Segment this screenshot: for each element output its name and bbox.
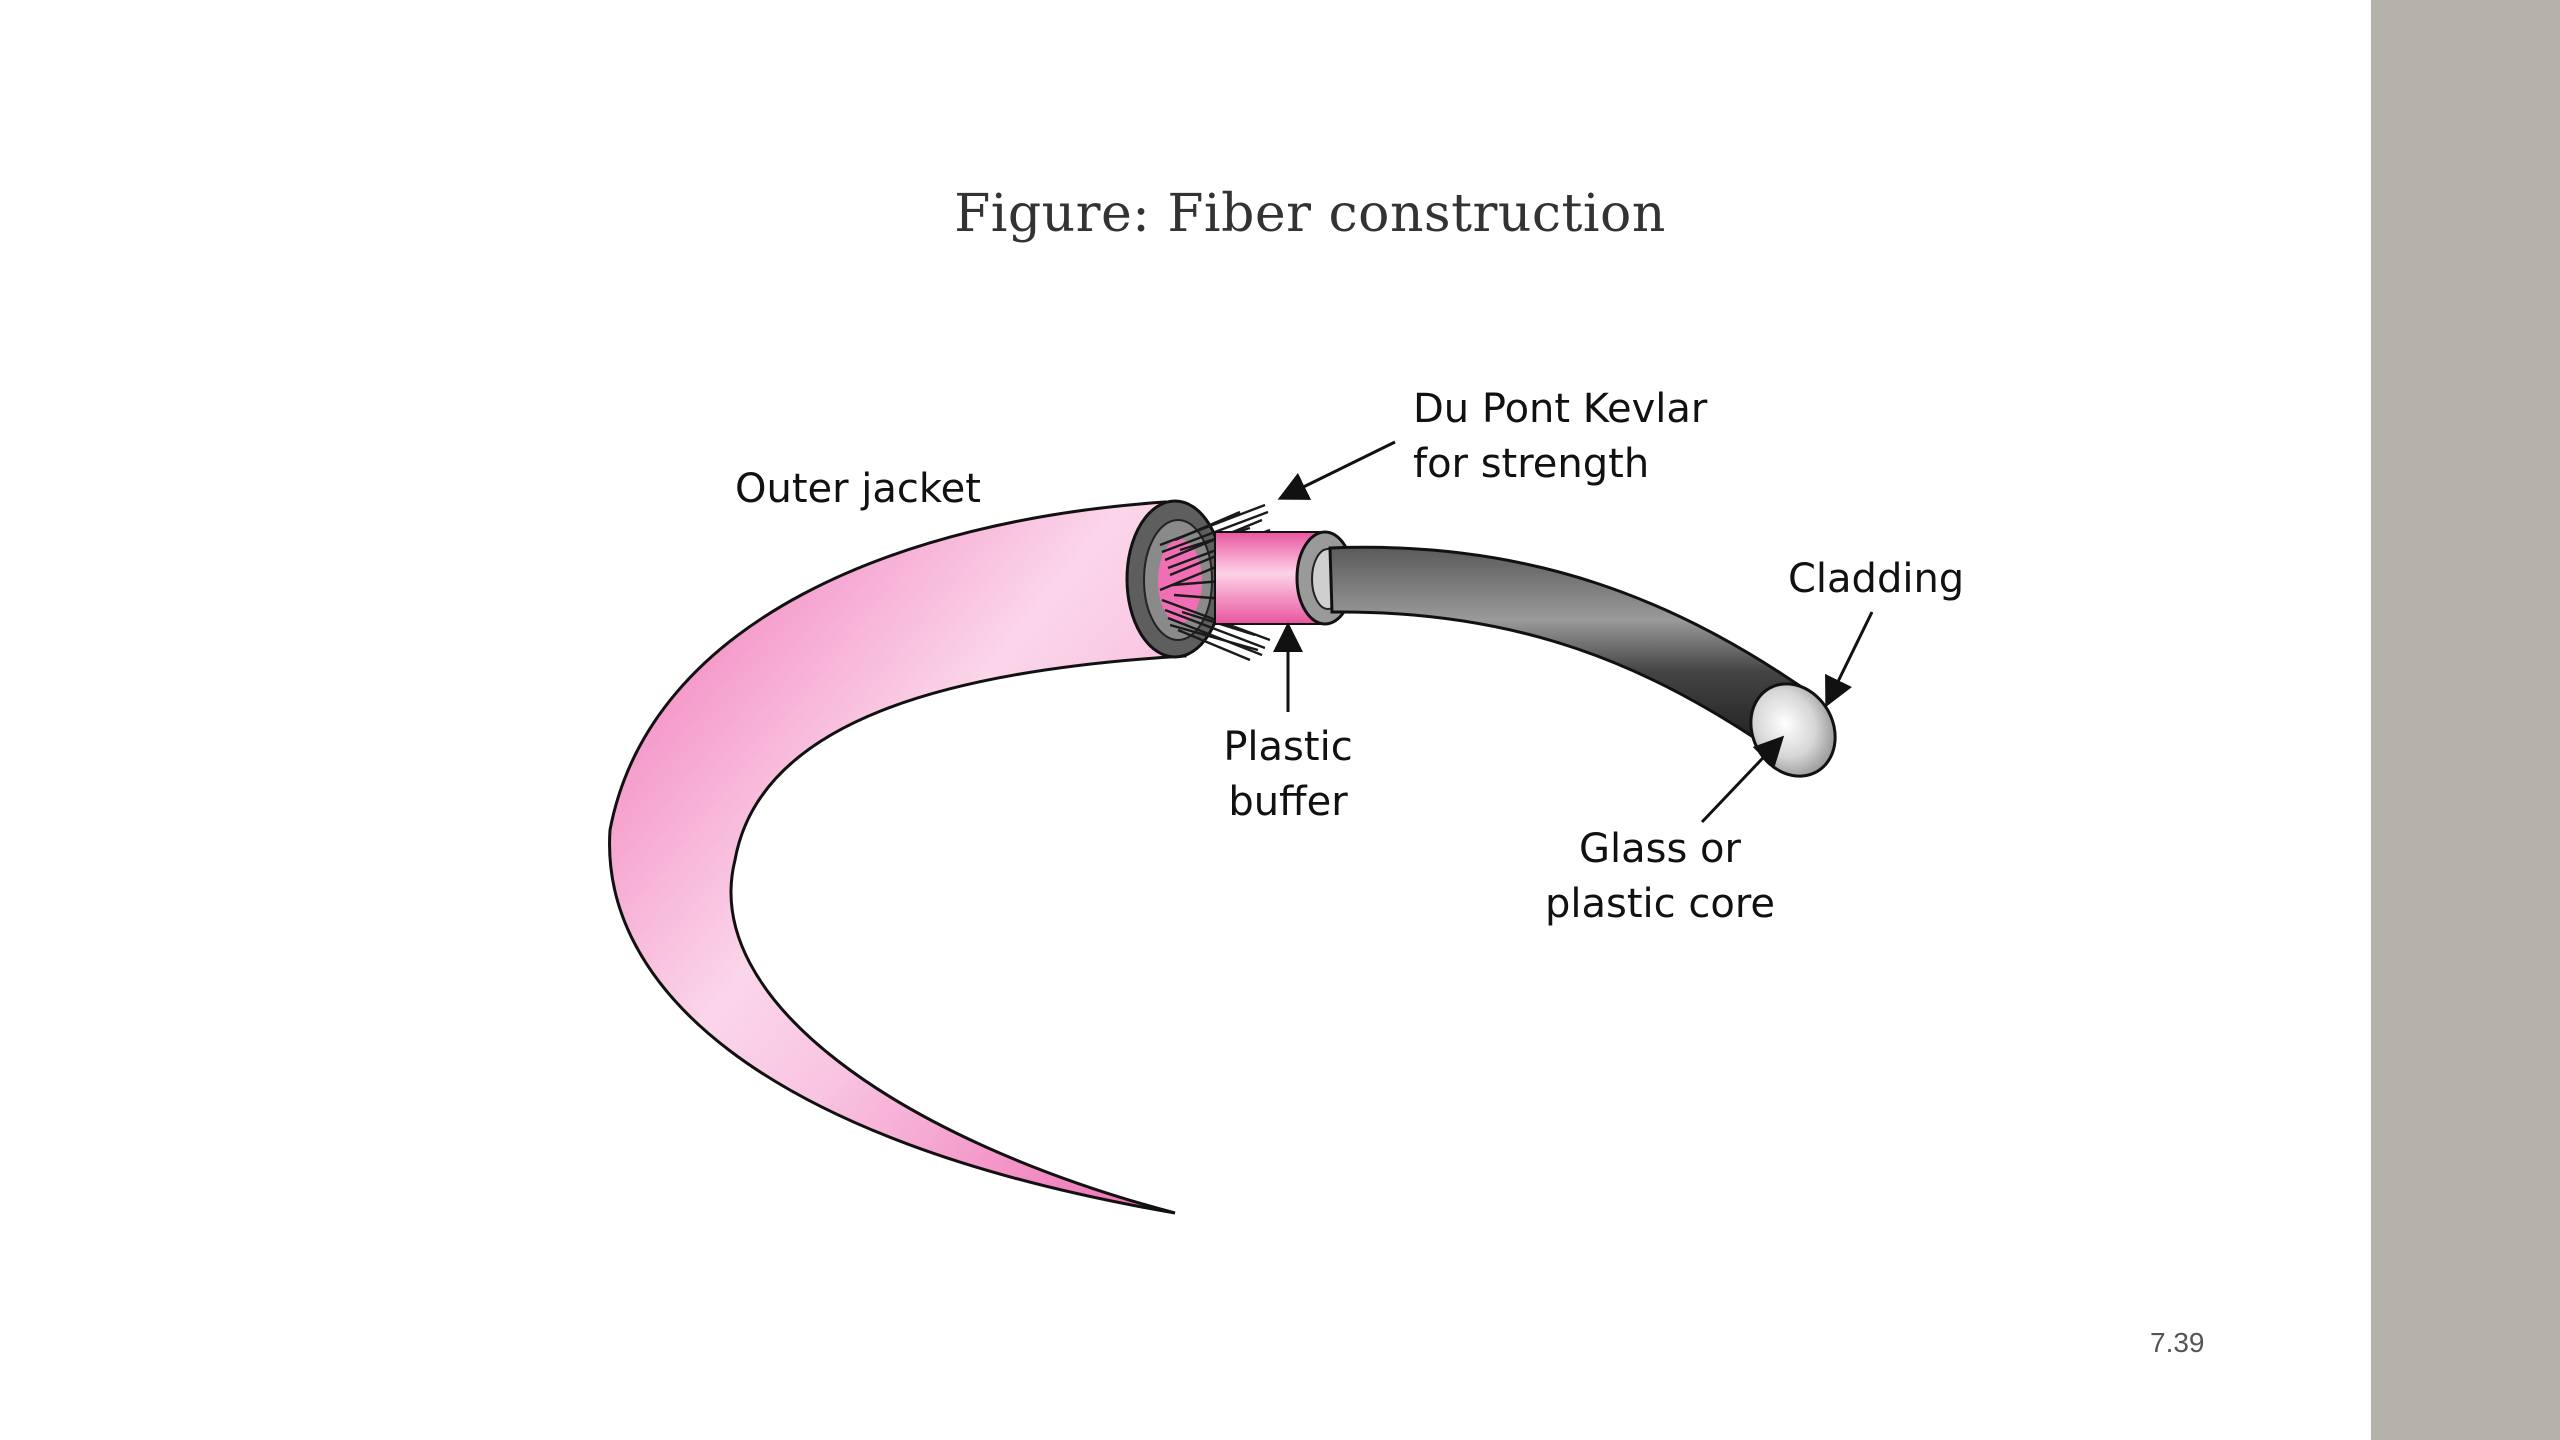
- label-cladding: Cladding: [1788, 556, 1964, 602]
- label-buffer-line2: buffer: [1228, 779, 1348, 825]
- page-number: 7.39: [2150, 1327, 2205, 1358]
- label-kevlar-line2: for strength: [1413, 441, 1649, 487]
- label-outer-jacket: Outer jacket: [735, 466, 981, 512]
- side-panel: [2371, 0, 2560, 1440]
- label-buffer-line1: Plastic: [1223, 724, 1352, 770]
- cladding: [1328, 545, 1823, 758]
- kevlar-leader: [1277, 440, 1396, 500]
- slide: Figure: Fiber construction: [608, 184, 2205, 1358]
- label-kevlar-line1: Du Pont Kevlar: [1413, 386, 1708, 432]
- core-leader: [1700, 735, 1785, 824]
- fiber-construction-diagram: Outer jacket Du Pont Kevlar for strength…: [608, 386, 1964, 1215]
- outer-jacket: [608, 500, 1187, 1215]
- label-core-line2: plastic core: [1545, 881, 1775, 927]
- cladding-leader: [1825, 611, 1874, 708]
- label-core-line1: Glass or: [1579, 826, 1741, 872]
- leader-lines: [1273, 440, 1874, 824]
- figure-title: Figure: Fiber construction: [954, 184, 1666, 244]
